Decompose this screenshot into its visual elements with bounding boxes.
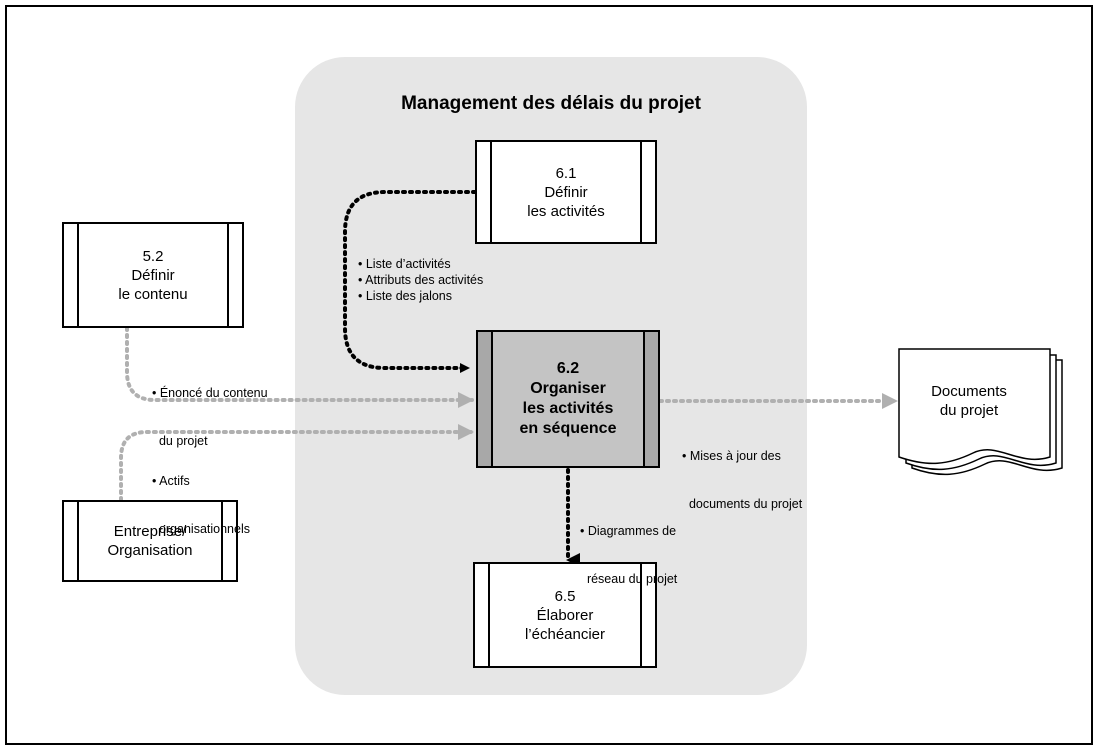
documents-label: Documents du projet: [931, 383, 1007, 419]
process-number: 6.2: [556, 360, 580, 377]
process-name-line: les activités: [527, 202, 605, 220]
enterprise-organisation-box: Entreprise/ Organisation: [62, 500, 238, 582]
process-number: 6.5: [554, 587, 576, 605]
process-number: 5.2: [142, 247, 164, 265]
process-name-line: Définir: [131, 266, 175, 284]
process-6-5-box: 6.5 Élaborer l’échéancier: [473, 562, 657, 668]
flow-52-to-62: [125, 326, 474, 408]
process-6-1-box: 6.1 Définir les activités: [475, 140, 657, 244]
process-name-line: en séquence: [519, 420, 617, 437]
flow-label-network-diagrams: • Diagrammes de réseau du projet: [580, 524, 678, 586]
documents-stack-icon: [898, 348, 1063, 476]
flow-61-to-62: [343, 190, 477, 373]
entity-name-line: Entreprise/: [113, 523, 187, 540]
process-5-2-box: 5.2 Définir le contenu: [62, 222, 244, 328]
flow-label-61-outputs: • Liste d’activités • Attributs des acti…: [358, 257, 484, 303]
flow-ent-to-62: [119, 424, 474, 502]
process-name-line: les activités: [522, 400, 614, 417]
entity-name-line: Organisation: [107, 542, 193, 559]
flow-label-enterprise-outputs: • Actifs organisationnels: [152, 474, 250, 536]
process-name-line: Organiser: [530, 380, 606, 397]
flow-label-docs-updates: • Mises à jour des documents du projet: [682, 449, 803, 511]
process-name-line: Élaborer: [536, 606, 594, 624]
region-title: Management des délais du projet: [401, 93, 701, 114]
process-name-line: le contenu: [118, 285, 188, 303]
process-name-line: Définir: [544, 183, 588, 201]
flow-label-52-outputs: • Énoncé du contenu du projet: [152, 386, 268, 448]
process-number: 6.1: [555, 164, 577, 182]
process-6-2-box: 6.2 Organiser les activités en séquence: [476, 330, 660, 468]
process-name-line: l’échéancier: [524, 625, 606, 643]
